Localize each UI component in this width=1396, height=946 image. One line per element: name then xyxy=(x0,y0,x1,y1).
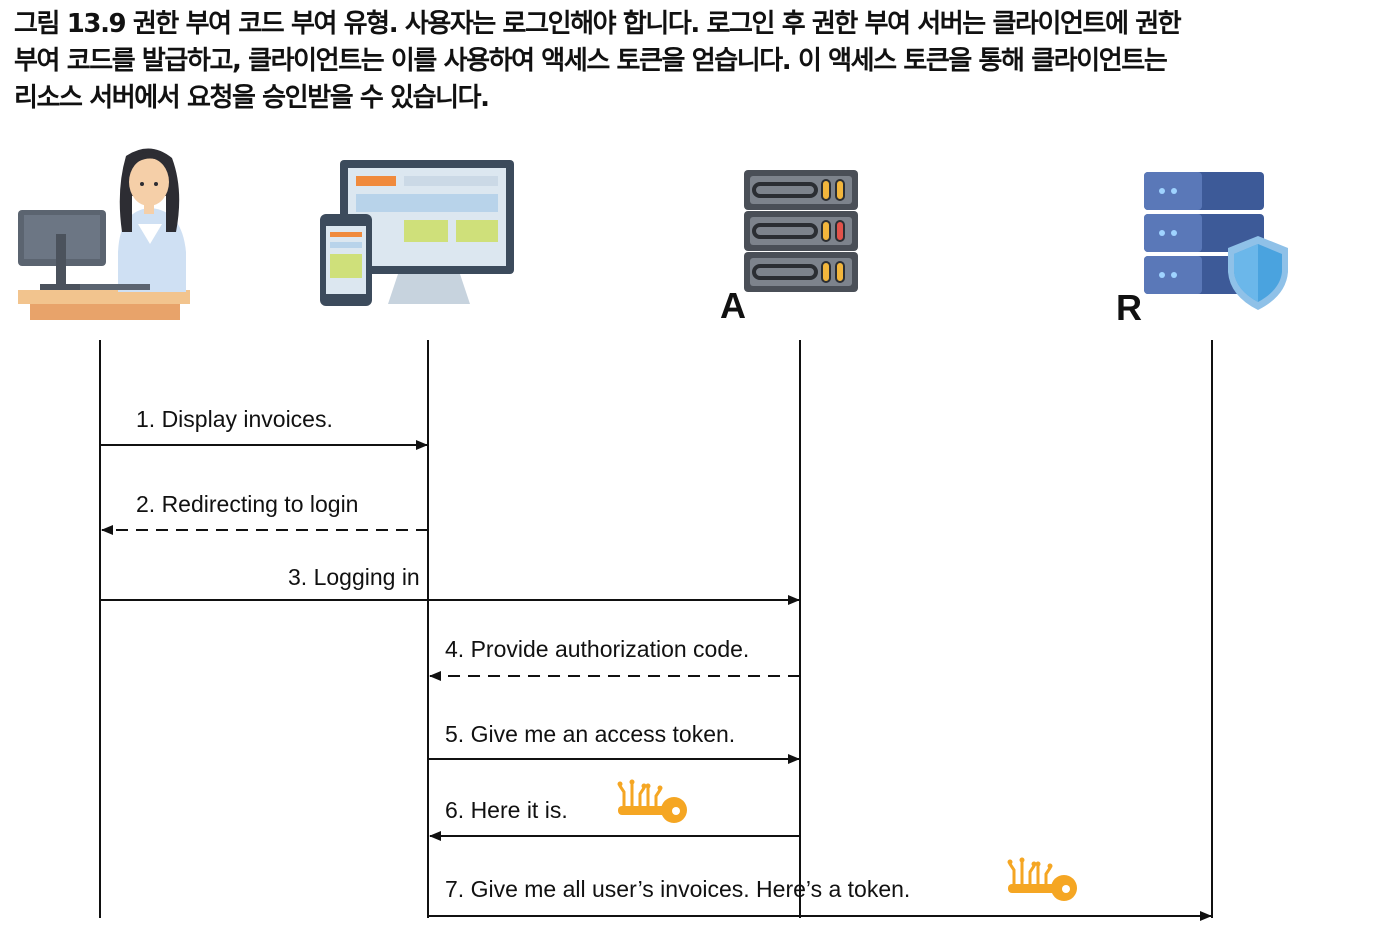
key-icon xyxy=(1006,856,1079,903)
message-1-label: 1. Display invoices. xyxy=(136,406,333,432)
figure-caption: 그림 13.9 권한 부여 코드 부여 유형. 사용자는 로그인해야 합니다. … xyxy=(14,6,1386,117)
caption-line-1: 그림 13.9 권한 부여 코드 부여 유형. 사용자는 로그인해야 합니다. … xyxy=(14,9,1182,39)
message-6-label: 6. Here it is. xyxy=(445,797,568,823)
caption-line-3: 리소스 서버에서 요청을 승인받을 수 있습니다. xyxy=(14,83,490,113)
caption-line-2: 부여 코드를 발급하고, 클라이언트는 이를 사용하여 액세스 토큰을 얻습니다… xyxy=(14,46,1168,76)
authorization-server-icon xyxy=(744,170,858,292)
resource-server-label: R xyxy=(1116,287,1142,328)
client-devices-icon xyxy=(320,160,514,306)
lifelines xyxy=(99,340,1213,918)
key-icon xyxy=(616,778,689,825)
user-at-desk-icon xyxy=(18,148,190,320)
message-2-label: 2. Redirecting to login xyxy=(136,491,358,517)
resource-server-icon xyxy=(1144,172,1288,310)
message-3-label: 3. Logging in xyxy=(288,564,420,590)
message-4-label: 4. Provide authorization code. xyxy=(445,636,749,662)
authorization-server-label: A xyxy=(720,285,746,326)
message-5-label: 5. Give me an access token. xyxy=(445,721,735,747)
message-7-label: 7. Give me all user’s invoices. Here’s a… xyxy=(445,876,910,902)
